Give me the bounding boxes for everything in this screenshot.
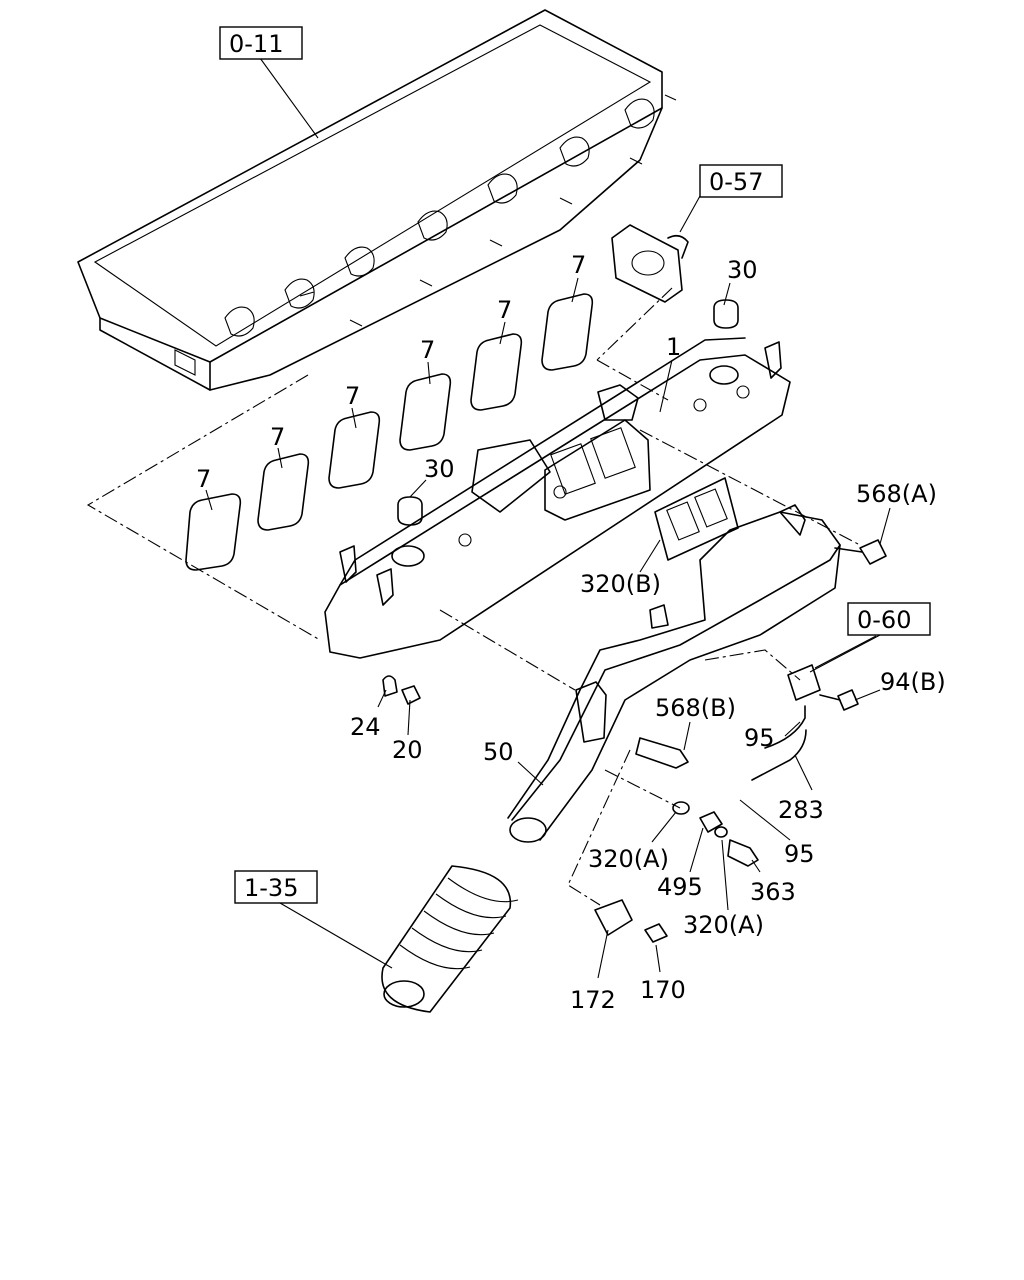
ref-box-1-35: 1-35 — [234, 870, 318, 904]
label-7: 7 — [571, 251, 586, 279]
label-95: 95 — [744, 724, 775, 752]
label-7: 7 — [497, 296, 512, 324]
ref-box-0-11: 0-11 — [219, 26, 303, 60]
manifold-gaskets — [185, 293, 594, 571]
flexible-pipe — [381, 865, 519, 1013]
ref-box-0-60: 0-60 — [847, 602, 931, 636]
label-7: 7 — [196, 465, 211, 493]
label-7: 7 — [345, 382, 360, 410]
cylinder-head — [77, 9, 677, 391]
label-1: 1 — [666, 333, 681, 361]
label-30: 30 — [727, 256, 758, 284]
svg-text:1-35: 1-35 — [244, 874, 298, 902]
svg-text:0-60: 0-60 — [857, 606, 911, 634]
label-7: 7 — [270, 423, 285, 451]
exhaust-pipe — [507, 504, 841, 843]
label-95: 95 — [784, 840, 815, 868]
label-363: 363 — [750, 878, 796, 906]
label-320a: 320(A) — [588, 845, 669, 873]
label-94b: 94(B) — [880, 668, 946, 696]
assembly-lines — [86, 287, 861, 906]
outlet-housing — [611, 224, 689, 303]
label-7: 7 — [420, 336, 435, 364]
label-568b: 568(B) — [655, 694, 736, 722]
label-320a: 320(A) — [683, 911, 764, 939]
fasteners — [382, 539, 887, 943]
svg-text:0-57: 0-57 — [709, 168, 763, 196]
label-50: 50 — [483, 738, 514, 766]
label-283: 283 — [778, 796, 824, 824]
leader-lines — [205, 57, 891, 979]
egr-gasket — [654, 477, 739, 561]
label-568a: 568(A) — [856, 480, 937, 508]
part-labels: 7 7 7 7 7 7 30 30 1 568(A) 320(B) 94(B) … — [196, 251, 946, 1014]
label-170: 170 — [640, 976, 686, 1004]
plugs — [397, 299, 739, 526]
ref-box-0-57: 0-57 — [699, 164, 783, 198]
label-24: 24 — [350, 713, 381, 741]
label-20: 20 — [392, 736, 423, 764]
label-172: 172 — [570, 986, 616, 1014]
exhaust-manifold — [324, 337, 791, 659]
label-495: 495 — [657, 873, 703, 901]
label-320b: 320(B) — [580, 570, 661, 598]
label-30: 30 — [424, 455, 455, 483]
svg-text:0-11: 0-11 — [229, 30, 283, 58]
